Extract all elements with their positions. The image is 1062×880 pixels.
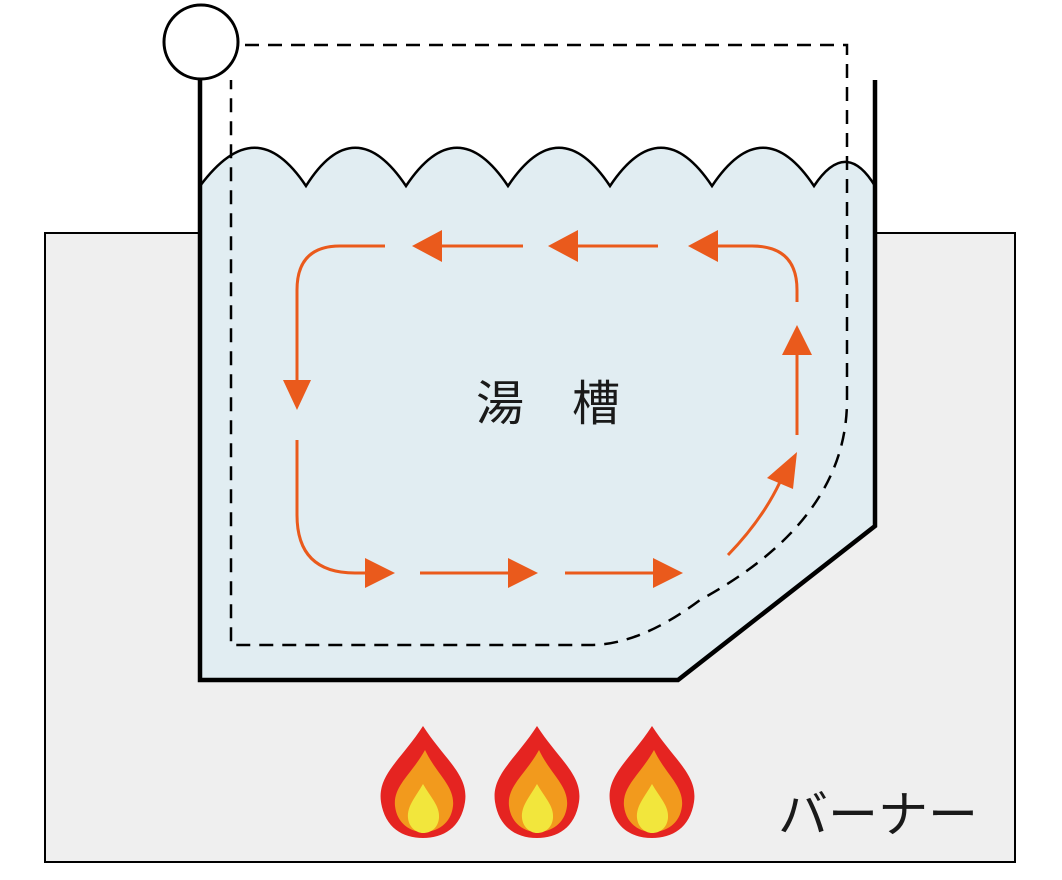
circulation-arrows bbox=[283, 230, 812, 588]
flow-path-top-right bbox=[718, 244, 799, 302]
water-body bbox=[200, 147, 875, 680]
flow-path-top-left bbox=[295, 244, 385, 382]
arrow-head-left-1 bbox=[688, 230, 718, 262]
arrow-head-right-2 bbox=[508, 558, 538, 588]
burner-label: バーナー bbox=[778, 786, 978, 844]
tank-outline bbox=[197, 80, 878, 683]
arrow-head-right-1 bbox=[365, 558, 395, 588]
flame-icon bbox=[380, 726, 466, 838]
arrow-head-left-3 bbox=[412, 230, 442, 262]
flame-icon bbox=[609, 726, 695, 838]
float-ball-icon bbox=[162, 3, 240, 81]
dashed-boundary bbox=[229, 43, 849, 647]
flow-path-bottom-left bbox=[295, 440, 368, 575]
arrow-head-diagonal bbox=[767, 452, 797, 489]
arrow-head-right-3 bbox=[653, 558, 683, 588]
arrow-head-left-2 bbox=[548, 230, 578, 262]
arrow-head-down bbox=[283, 380, 311, 410]
flame-icon bbox=[494, 726, 580, 838]
flow-path-diagonal bbox=[726, 481, 782, 557]
tank-label: 湯 槽 bbox=[476, 376, 620, 432]
arrow-head-up bbox=[782, 325, 812, 355]
water-surface-wave bbox=[198, 146, 877, 189]
